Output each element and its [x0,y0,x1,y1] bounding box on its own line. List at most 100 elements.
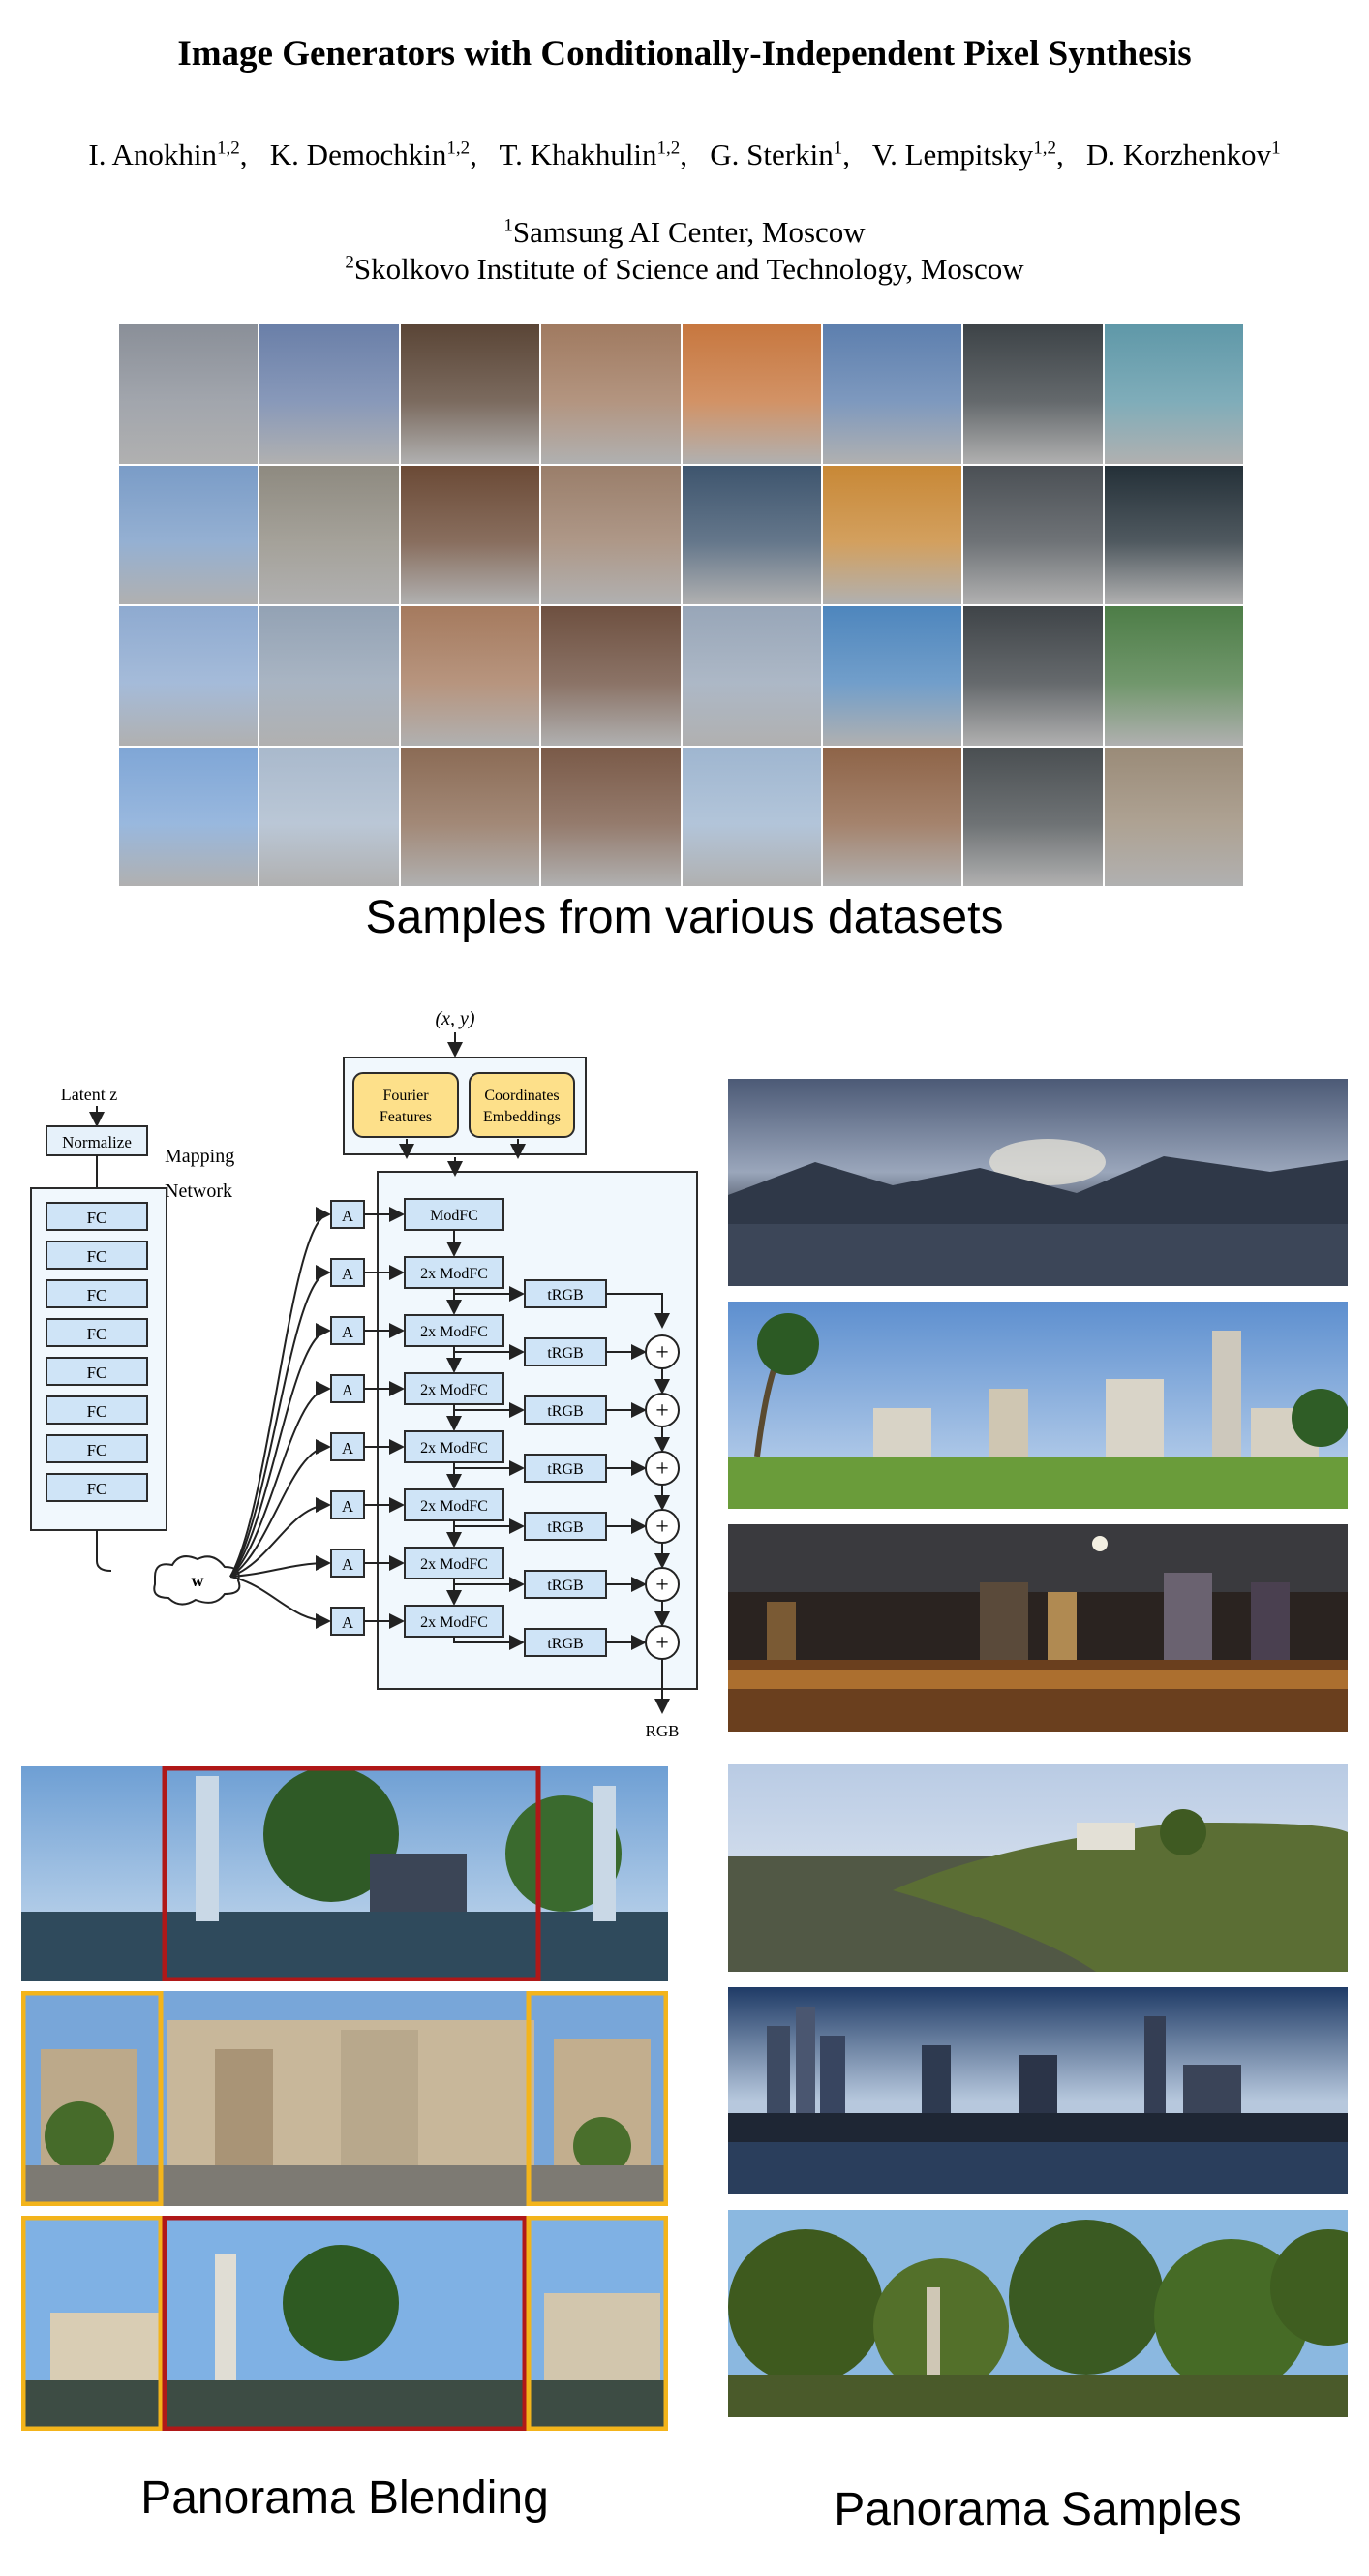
fc-layer-box [46,1202,148,1231]
blend-frame-yellow [21,2216,164,2431]
fc-layer-box [46,1318,148,1347]
modfc-label: 2x ModFC [420,1498,488,1515]
sample-image-churches [259,465,399,604]
fc-layer-box [46,1434,148,1463]
affine-a-label: A [342,1265,354,1283]
modfc-2x-box [404,1314,504,1347]
affine-a-box [330,1607,365,1636]
sample-image-churches [119,324,259,464]
fc-layer-box [46,1279,148,1308]
blend-frame-yellow [526,1991,668,2206]
samples-grid [118,323,1244,887]
sum-symbol: + [655,1340,669,1365]
sample-image-skies [682,324,821,464]
sample-image-landscapes [822,747,962,886]
svg-text:Mapping: Mapping [165,1146,234,1167]
input-xy-label: (x, y) [435,1008,474,1029]
author: V. Lempitsky1,2 [871,138,1056,171]
trgb-label: tRGB [547,1578,583,1594]
author: T. Khakhulin1,2 [499,138,681,171]
sample-image-churches [259,324,399,464]
blend-frame-red [162,2216,528,2431]
coordinate-embeddings-box [469,1072,575,1138]
modfc-2x-box [404,1430,504,1463]
modfc-label: 2x ModFC [420,1440,488,1457]
fc-layer-label: FC [87,1209,107,1227]
panorama-sample-mountain-lake [728,1079,1348,1286]
affine-a-label: A [342,1439,354,1457]
affine-a-box [330,1374,365,1403]
sample-image-skies [682,606,821,746]
sample-image-landscapes [822,465,962,604]
trgb-label: tRGB [547,1345,583,1362]
modfc-box [404,1198,504,1231]
svg-text:Network: Network [165,1181,232,1202]
author: I. Anokhin1,2 [88,138,240,171]
modfc-label: ModFC [430,1208,478,1224]
sample-image-skies [682,465,821,604]
sample-image-churches [259,747,399,886]
sample-image-satellite-landscape [1104,747,1243,886]
fourier-features-box [352,1072,459,1138]
affine-a-box [330,1200,365,1229]
affine-a-label: A [342,1497,354,1516]
blending-caption: Panorama Blending [140,2472,549,2524]
sample-image-satellite [963,324,1103,464]
modfc-2x-box [404,1488,504,1521]
affine-a-box [330,1316,365,1345]
blend-frame-yellow [526,2216,668,2431]
modfc-label: 2x ModFC [420,1382,488,1398]
panorama-sample-forest-tower [728,2210,1348,2417]
fc-layer-box [46,1357,148,1386]
modfc-label: 2x ModFC [420,1324,488,1340]
fc-layer-label: FC [87,1441,107,1459]
panorama-sample-city-night [728,1524,1348,1732]
sample-image-churches [119,465,259,604]
fc-layer-box [46,1241,148,1270]
svg-text:Fourier: Fourier [382,1088,429,1104]
sample-image-churches [119,747,259,886]
sample-image-satellite [963,606,1103,746]
sample-image-skies [682,747,821,886]
trgb-label: tRGB [547,1636,583,1652]
modfc-label: 2x ModFC [420,1614,488,1631]
w-cloud [153,1555,241,1606]
affine-a-box [330,1258,365,1287]
svg-text:Coordinates: Coordinates [484,1088,559,1104]
affine-a-label: A [342,1207,354,1225]
affine-a-label: A [342,1613,354,1632]
affine-a-label: A [342,1381,354,1399]
author-list: I. Anokhin1,2, K. Demochkin1,2, T. Khakh… [88,138,1281,171]
sum-symbol: + [655,1573,669,1598]
fc-layer-label: FC [87,1480,107,1498]
trgb-label: tRGB [547,1461,583,1478]
blending-panorama-1 [21,1766,668,1981]
author: G. Sterkin1 [710,138,843,171]
sample-image-landscapes [822,324,962,464]
fc-layer-box [46,1395,148,1425]
modfc-label: 2x ModFC [420,1556,488,1573]
fc-layer-label: FC [87,1247,107,1266]
sample-image-faces [400,465,540,604]
rgb-output-label: RGB [646,1722,680,1740]
sum-symbol: + [655,1515,669,1540]
sample-image-churches [119,606,259,746]
modfc-label: 2x ModFC [420,1266,488,1282]
author: D. Korzhenkov1 [1085,138,1281,171]
trgb-label: tRGB [547,1403,583,1420]
trgb-box [524,1628,607,1657]
trgb-box [524,1570,607,1599]
affiliation-1: 1Samsung AI Center, Moscow [503,215,866,249]
trgb-label: tRGB [547,1287,583,1303]
fc-layer-box [46,1473,148,1502]
affine-a-label: A [342,1323,354,1341]
sum-symbol: + [655,1631,669,1656]
modfc-2x-box [404,1256,504,1289]
modfc-2x-box [404,1547,504,1579]
panorama-sample-palm-town [728,1302,1348,1509]
modfc-2x-box [404,1605,504,1638]
sample-image-faces [400,606,540,746]
sample-image-faces [541,606,681,746]
sample-image-faces [400,747,540,886]
